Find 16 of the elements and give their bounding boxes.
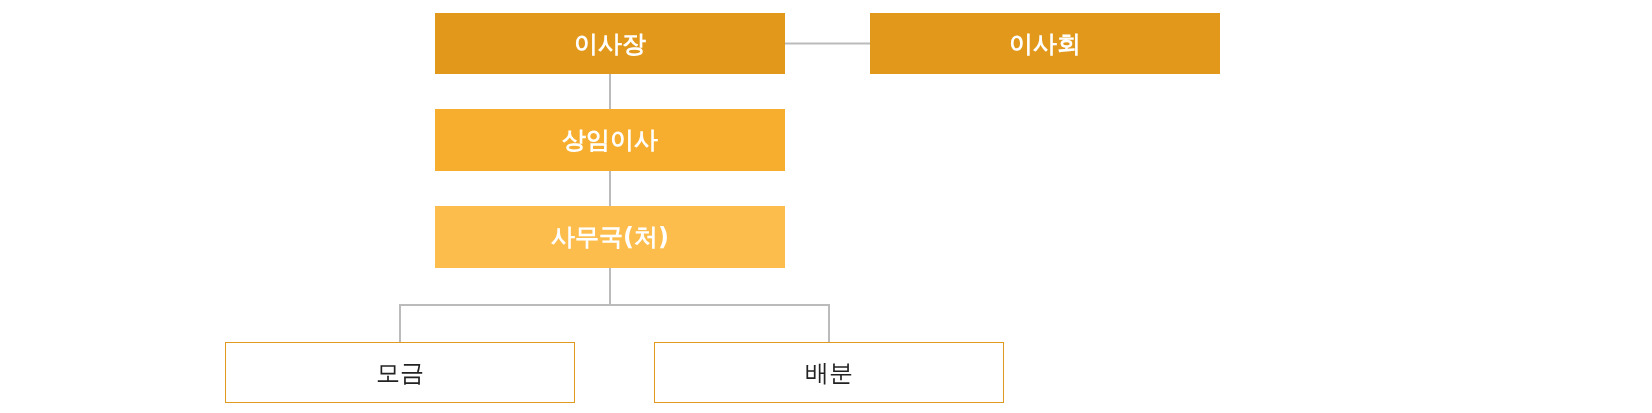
org-box [435,206,785,268]
org-box [654,342,1004,403]
org-box [870,13,1220,74]
connector-line [609,170,611,207]
box-label: 사무국(처) [551,222,669,253]
box-label: 이사장 [574,28,646,60]
box-label: 배분 [805,357,853,389]
connector-line [609,267,830,343]
box-label: 모금 [376,357,424,389]
box-label: 상임이사 [562,125,658,156]
box-label: 이사회 [1009,28,1081,60]
org-box [435,13,785,74]
org-box [225,342,575,403]
connector-line [784,42,871,45]
connector-line [609,73,611,110]
org-box [435,109,785,171]
